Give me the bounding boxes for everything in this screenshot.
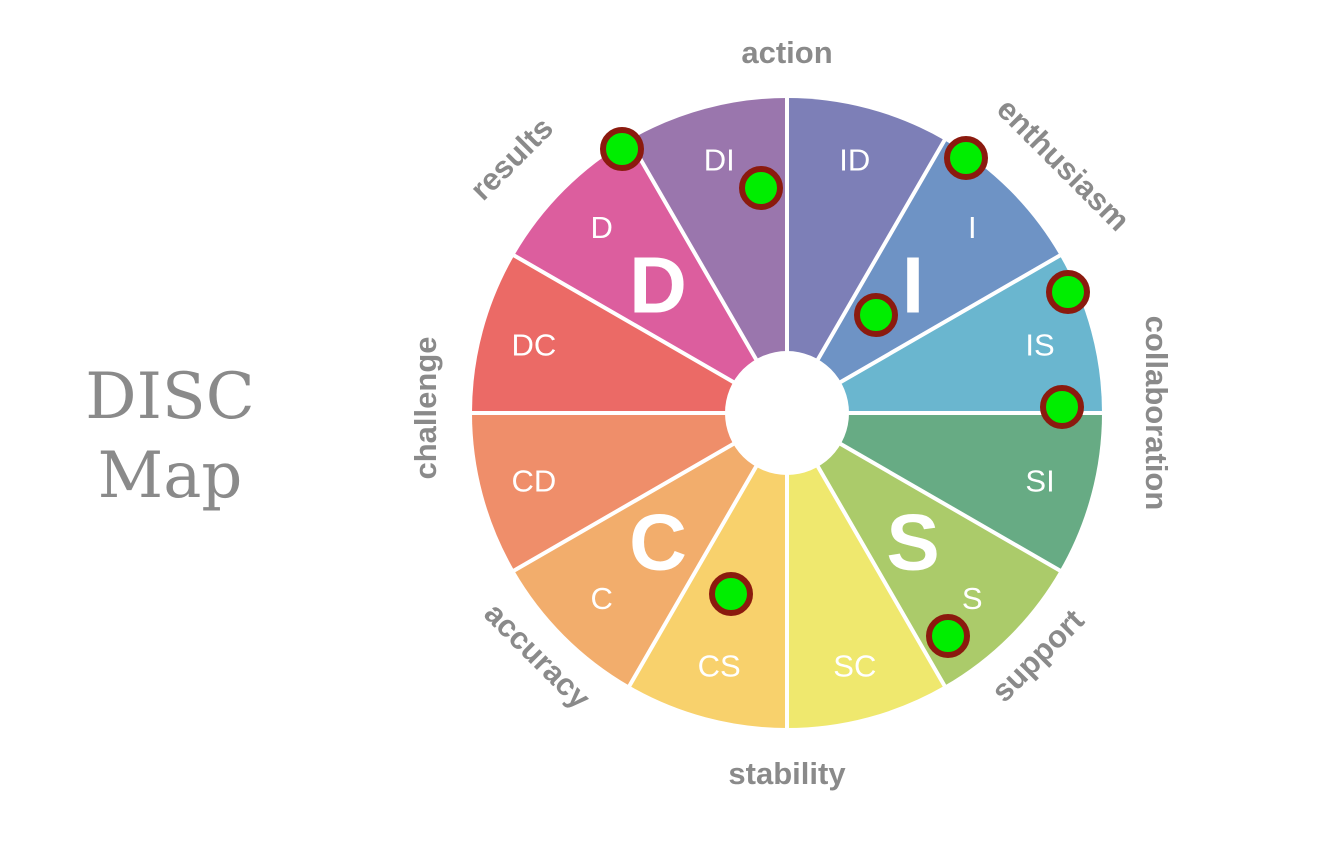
marker-dot (600, 127, 644, 171)
around-label-collaboration: collaboration (1139, 316, 1174, 511)
segment-si (787, 413, 1102, 571)
quadrant-label-s: S (886, 498, 939, 587)
quadrant-label-d: D (629, 241, 687, 330)
markers (600, 127, 1090, 658)
segment-d (514, 140, 787, 413)
marker-dot (1040, 385, 1084, 429)
segment-label-s: S (962, 581, 983, 616)
segment-label-dc: DC (512, 328, 557, 363)
segment-label-id: ID (839, 142, 870, 177)
segment-s (787, 413, 1060, 686)
segment-sc (787, 413, 945, 728)
segment-c (514, 413, 787, 686)
segment-label-sc: SC (833, 649, 876, 684)
segment-label-c: C (591, 581, 613, 616)
marker-dot (854, 293, 898, 337)
segment-id (787, 98, 945, 413)
segment-dc (472, 255, 787, 413)
segment-label-i: I (968, 210, 977, 245)
segment-label-si: SI (1025, 463, 1054, 498)
title-line-2: Map (98, 439, 243, 513)
quadrant-label-i: I (902, 241, 924, 330)
marker-dot (944, 136, 988, 180)
segment-label-d: D (591, 210, 613, 245)
wheel-segments (472, 98, 1102, 728)
marker-dot (926, 614, 970, 658)
segment-i (787, 140, 1060, 413)
wheel-center-hub (725, 351, 849, 475)
marker-dot (739, 166, 783, 210)
segment-label-di: DI (704, 142, 735, 177)
segment-is (787, 255, 1102, 413)
quadrant-label-c: C (629, 498, 687, 587)
quadrant-labels: I S C D (629, 241, 940, 587)
around-label-results: results (463, 110, 560, 207)
title: DISC Map (85, 360, 254, 513)
segment-cs (629, 413, 787, 728)
segment-cd (472, 413, 787, 571)
around-label-challenge: challenge (408, 337, 443, 480)
around-label-action: action (741, 35, 832, 70)
around-label-stability: stability (728, 756, 846, 791)
marker-dot (709, 572, 753, 616)
title-line-1: DISC (85, 360, 254, 434)
marker-dot (1046, 270, 1090, 314)
segment-label-cd: CD (512, 463, 557, 498)
segment-label-cs: CS (698, 649, 741, 684)
segment-label-is: IS (1025, 328, 1054, 363)
